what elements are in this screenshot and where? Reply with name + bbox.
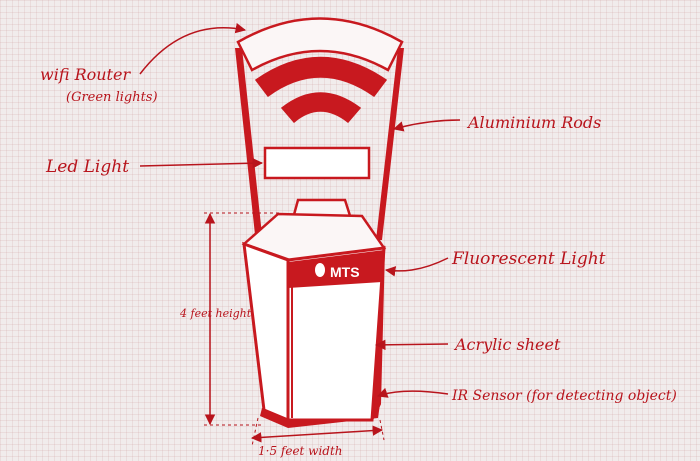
mts-egg-logo	[315, 263, 325, 277]
wifi-wave-inner	[280, 92, 362, 124]
fluorescent-light-label: Fluorescent Light	[451, 249, 606, 269]
kiosk-base	[260, 404, 380, 428]
aluminium-rods-label: Aluminium Rods	[466, 113, 601, 132]
ir-sensor-label: IR Sensor (for detecting object)	[451, 388, 677, 404]
led-light-bar	[263, 146, 371, 180]
wifi-wave-outer	[254, 56, 388, 98]
acrylic-sheet-arrow	[374, 339, 449, 351]
wifi-router-arrow	[139, 23, 247, 75]
mts-brand-band	[288, 250, 384, 288]
width-dimension-line	[250, 425, 384, 443]
aluminium-rods-arrow	[392, 119, 461, 132]
right-aluminium-rod	[376, 48, 404, 240]
ir-sensor-arrow	[377, 387, 449, 398]
width-guide-left	[251, 417, 259, 447]
wifi-router-label: wifi Router	[40, 65, 131, 84]
green-lights-label: (Green lights)	[66, 90, 158, 105]
left-aluminium-rod	[235, 48, 266, 272]
kiosk-left-side	[242, 241, 290, 423]
acrylic-sheet-label: Acrylic sheet	[453, 335, 561, 354]
brand-name: MTS	[330, 264, 360, 280]
width-label: 1·5 feet width	[258, 444, 343, 458]
fluorescent-light-arrow	[384, 257, 449, 277]
wifi-router-arc	[236, 17, 404, 72]
led-light-label: Led Light	[45, 157, 129, 177]
led-light-arrow	[139, 157, 264, 169]
height-label: 4 feet height	[179, 307, 252, 320]
